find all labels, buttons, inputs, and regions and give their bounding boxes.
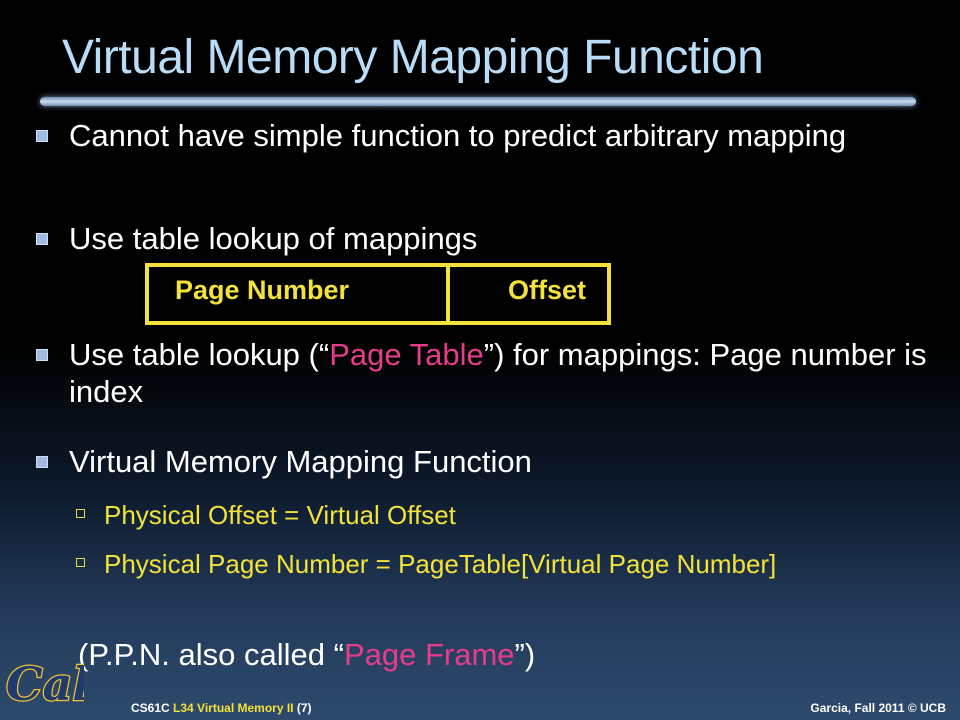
footer-page-number: (7) — [296, 701, 312, 715]
bullet-4: Virtual Memory Mapping Function — [36, 443, 936, 480]
bullet-3-post: ”) for mappings: Page number is index — [69, 337, 927, 409]
bullet-4-text: Virtual Memory Mapping Function — [69, 444, 532, 479]
offset-field: Offset — [508, 275, 587, 305]
ppn-note-post: ”) — [514, 637, 536, 672]
footer-course: CS61C L34 Virtual Memory II (7) — [131, 701, 312, 715]
page-number-field: Page Number — [175, 275, 350, 305]
bullet-3: Use table lookup (“Page Table”) for mapp… — [36, 336, 936, 410]
title-underline — [40, 97, 916, 106]
ppn-note-pre: (P.P.N. also called “ — [78, 637, 344, 672]
footer-credit: Garcia, Fall 2011 © UCB — [810, 701, 946, 715]
square-bullet-icon — [36, 130, 48, 142]
square-bullet-icon — [36, 349, 48, 361]
page-table-term: Page Table — [329, 337, 484, 372]
footer-course-code: CS61C — [131, 701, 170, 715]
square-bullet-icon — [36, 456, 48, 468]
square-bullet-icon — [36, 233, 48, 245]
cal-logo-text: Cal — [6, 657, 84, 711]
address-format-box — [145, 263, 611, 325]
hollow-square-bullet-icon — [76, 558, 85, 567]
bullet-1: Cannot have simple function to predict a… — [36, 117, 936, 154]
bullet-2: Use table lookup of mappings — [36, 220, 936, 257]
sub-bullet-2: Physical Page Number = PageTable[Virtual… — [76, 548, 936, 580]
hollow-square-bullet-icon — [76, 509, 85, 518]
sub-bullet-1: Physical Offset = Virtual Offset — [76, 499, 936, 531]
ppn-note: (P.P.N. also called “Page Frame”) — [78, 637, 535, 673]
page-frame-term: Page Frame — [343, 637, 515, 672]
bullet-1-text: Cannot have simple function to predict a… — [69, 118, 847, 153]
sub-bullet-1-text: Physical Offset = Virtual Offset — [104, 500, 456, 530]
bullet-3-text: Use table lookup (“Page Table”) for mapp… — [69, 336, 936, 410]
footer-lecture: L34 Virtual Memory II — [173, 701, 294, 715]
cal-logo: Cal — [5, 656, 84, 713]
bullet-3-pre: Use table lookup (“ — [69, 337, 330, 372]
slide-title: Virtual Memory Mapping Function — [62, 31, 764, 84]
address-field-divider — [446, 263, 450, 325]
sub-bullet-2-text: Physical Page Number = PageTable[Virtual… — [104, 549, 777, 579]
bullet-2-text: Use table lookup of mappings — [69, 221, 478, 256]
